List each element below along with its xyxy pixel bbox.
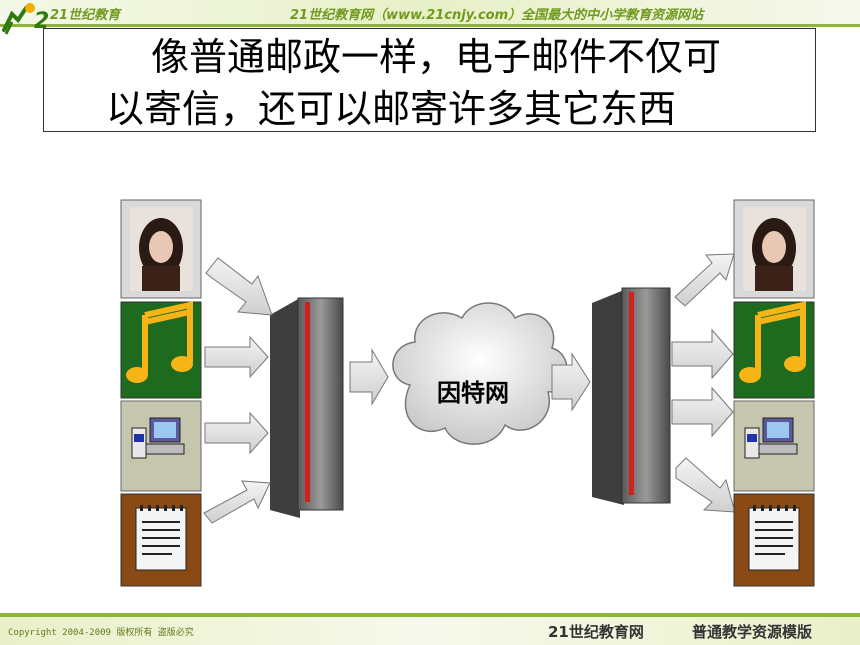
- arrow-server-to-cloud: [349, 348, 389, 406]
- header-divider: [0, 24, 860, 27]
- photo-tile-left: [120, 199, 202, 299]
- footer-divider: [0, 613, 860, 617]
- arrow-photo-to-server: [205, 257, 273, 316]
- footer-template-name: 普通教学资源模版: [692, 623, 813, 641]
- runner-logo-icon: 2: [2, 3, 49, 35]
- arrow-server-to-computer: [671, 386, 734, 438]
- document-tile-left: [120, 493, 202, 587]
- footer-site-name: 21世纪教育网: [548, 623, 644, 641]
- photo-tile-right: [733, 199, 815, 299]
- internet-cloud-icon: [392, 302, 568, 445]
- arrow-document-to-server: [203, 480, 271, 524]
- right-items: [733, 199, 815, 587]
- arrow-computer-to-server: [204, 411, 269, 455]
- header-bar: [0, 0, 860, 24]
- music-tile-right: [733, 301, 815, 399]
- arrow-cloud-to-server: [551, 352, 591, 412]
- title-text: 像普通邮政一样，电子邮件不仅可 以寄信，还可以邮寄许多其它东西: [106, 31, 806, 135]
- computer-tile-right: [733, 400, 815, 492]
- document-tile-right: [733, 493, 815, 587]
- arrow-server-to-document: [675, 457, 736, 513]
- title-box: 像普通邮政一样，电子邮件不仅可 以寄信，还可以邮寄许多其它东西: [43, 28, 816, 132]
- music-tile-left: [120, 301, 202, 399]
- right-mail-server: [592, 287, 671, 505]
- arrow-server-to-music: [671, 328, 734, 380]
- left-items: [120, 199, 202, 587]
- site-logo: 2 21世纪教育: [0, 0, 150, 36]
- site-tagline: 21世纪教育网（www.21cnjy.com）全国最大的中小学教育资源网站: [290, 8, 704, 23]
- left-mail-server: [270, 297, 344, 518]
- svg-text:2: 2: [34, 9, 49, 34]
- arrow-server-to-photo: [674, 253, 735, 307]
- title-line-1: 像普通邮政一样，电子邮件不仅可: [151, 35, 722, 79]
- footer-bar: Copyright 2004-2009 版权所有 盗版必究 21世纪教育网 普通…: [0, 617, 860, 645]
- logo-text: 21世纪教育: [50, 8, 121, 23]
- internet-label: 因特网: [437, 379, 509, 407]
- title-line-2: 以寄信，还可以邮寄许多其它东西: [106, 87, 677, 131]
- copyright-text: Copyright 2004-2009 版权所有 盗版必究: [8, 628, 194, 638]
- computer-tile-left: [120, 400, 202, 492]
- arrow-music-to-server: [204, 335, 269, 379]
